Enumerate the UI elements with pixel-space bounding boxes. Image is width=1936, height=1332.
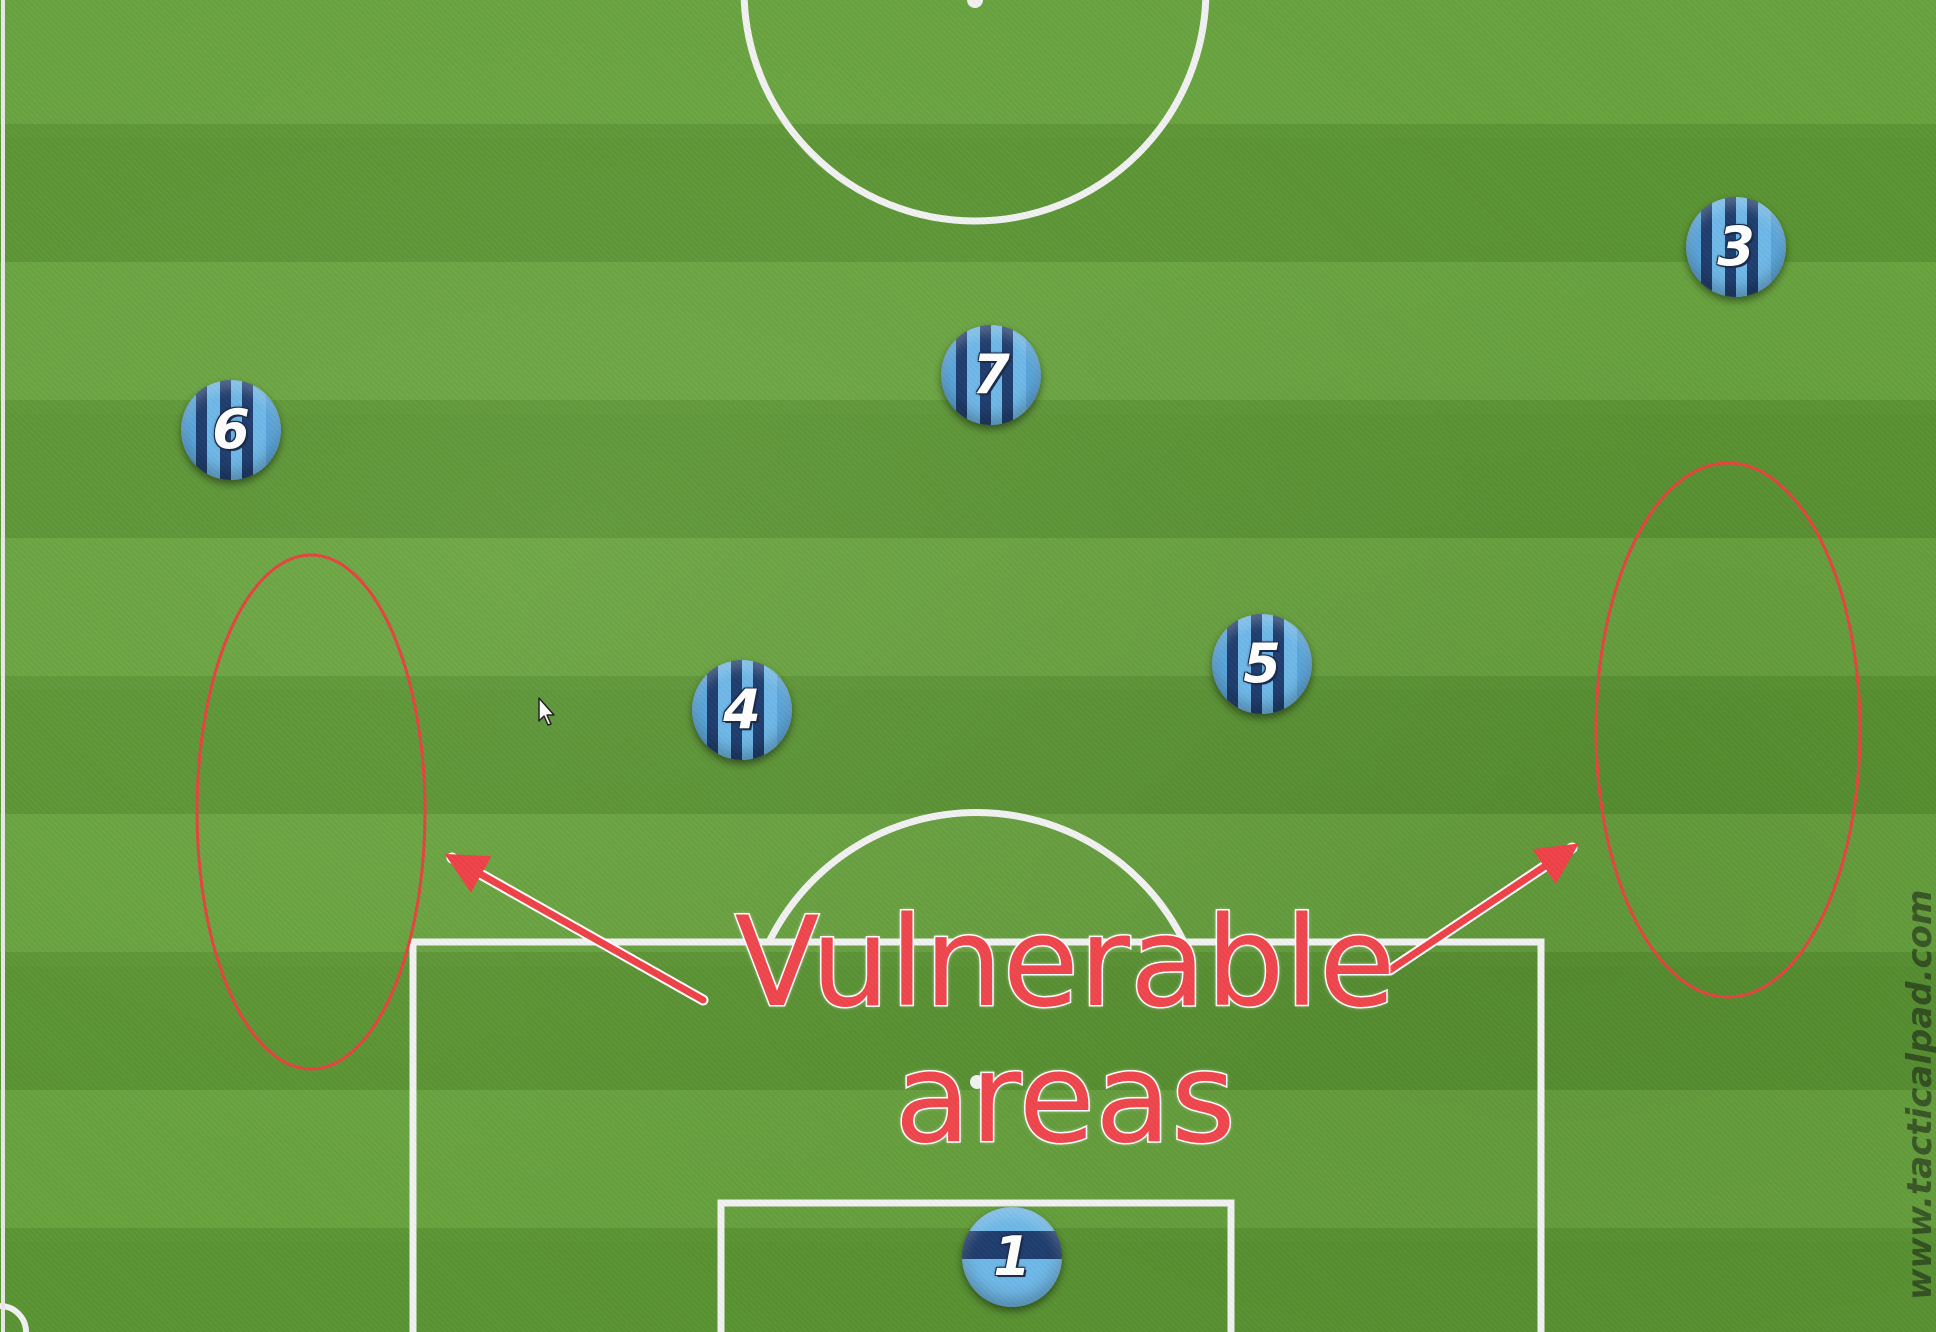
player-4-token[interactable]: 4: [692, 660, 792, 760]
centre-circle: [740, 0, 1210, 225]
player-number: 4: [723, 678, 761, 741]
penalty-spot: [970, 1075, 984, 1089]
vulnerable-zone-left: [195, 553, 427, 1071]
player-5-token[interactable]: 5: [1212, 614, 1312, 714]
arrow-right-inner: [1386, 843, 1579, 974]
goal-area: [717, 1199, 1235, 1332]
penalty-arc: [766, 809, 1187, 942]
player-number: 5: [1243, 632, 1281, 695]
player-number: 7: [972, 343, 1010, 406]
penalty-area: [409, 938, 1545, 1332]
player-7-token[interactable]: 7: [941, 325, 1041, 425]
player-number: 6: [212, 398, 250, 461]
player-3-token[interactable]: 3: [1686, 197, 1786, 297]
arrow-cursor-icon: [538, 697, 555, 726]
caption-line-1: Vulnerable: [733, 891, 1397, 1035]
vulnerable-zone-right: [1594, 461, 1862, 999]
arrow-left-inner: [444, 853, 707, 1004]
vulnerable-areas-caption: Vulnerable areas: [700, 891, 1430, 1171]
player-6-token[interactable]: 6: [181, 380, 281, 480]
player-number: 3: [1717, 215, 1755, 278]
player-1-token[interactable]: 1: [962, 1207, 1062, 1307]
watermark: www.tacticalpad.com: [1900, 889, 1936, 1300]
player-number: 1: [993, 1225, 1031, 1288]
caption-line-2: areas: [893, 1027, 1237, 1171]
centre-spot: [967, 0, 983, 8]
